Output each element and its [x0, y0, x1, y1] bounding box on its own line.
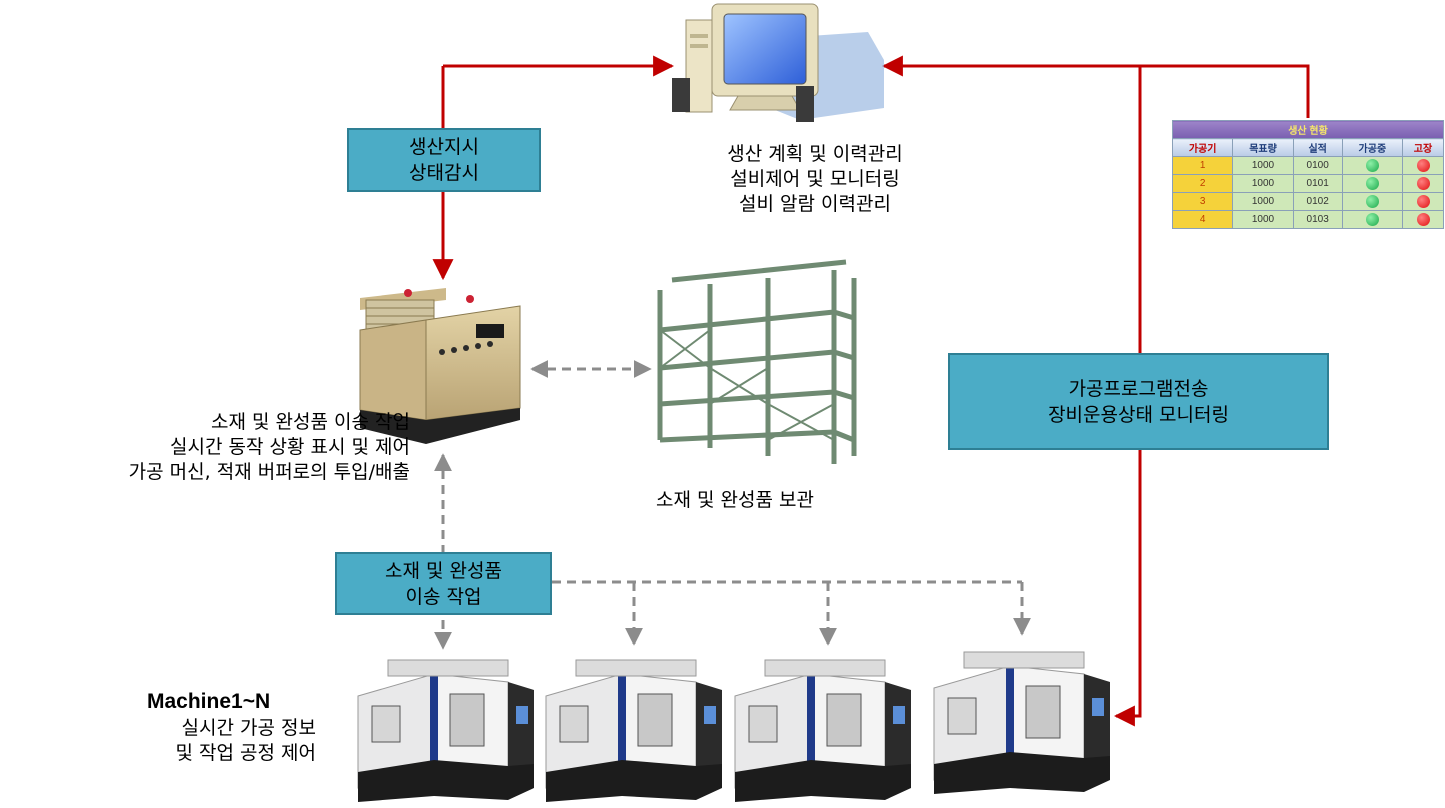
machining-center-icon: [357, 659, 534, 802]
caption-line: 실시간 가공 정보: [181, 717, 316, 739]
caption-line: 가공 머신, 적재 버퍼로의 투입/배출: [128, 461, 410, 483]
program-transfer-box: 가공프로그램전송 장비운용상태 모니터링: [948, 353, 1329, 450]
agv-caption: 소재 및 완성품 이송 작업 실시간 동작 상황 표시 및 제어 가공 머신, …: [30, 410, 410, 485]
agv-vehicle-icon: [359, 288, 521, 444]
actual-value: 0102: [1292, 192, 1343, 211]
machining-center-icon: [545, 659, 722, 802]
header-fault: 고장: [1402, 138, 1444, 157]
status-table-header: 가공기 목표량 실적 가공중 고장: [1171, 138, 1444, 157]
target-value: 1000: [1232, 174, 1294, 193]
table-to-server-arrow: [881, 55, 1310, 118]
machining-centers: [357, 651, 1110, 802]
machine-number: 1: [1171, 156, 1234, 175]
machine-number: 4: [1171, 210, 1234, 229]
target-value: 1000: [1232, 192, 1294, 211]
header-actual: 실적: [1292, 138, 1343, 157]
machine-number: 2: [1171, 174, 1234, 193]
running-lamp-icon: [1365, 195, 1379, 208]
table-row: 1 1000 0100: [1171, 156, 1444, 175]
production-status-table: 생산 현황 가공기 목표량 실적 가공중 고장 1 1000 0100 2 10…: [1171, 120, 1444, 229]
server-caption: 생산 계획 및 이력관리 설비제어 및 모니터링 설비 알람 이력관리: [680, 142, 950, 217]
fault-lamp-icon: [1416, 213, 1430, 226]
table-row: 2 1000 0101: [1171, 174, 1444, 193]
storage-rack-icon: [657, 259, 857, 464]
machines-caption: 실시간 가공 정보 및 작업 공정 제어: [110, 716, 316, 766]
box-line: 장비운용상태 모니터링: [1048, 403, 1229, 426]
rack-caption: 소재 및 완성품 보관: [656, 488, 814, 513]
fault-lamp-icon: [1416, 177, 1430, 190]
box-line: 가공프로그램전송: [1068, 377, 1209, 400]
caption-line: 및 작업 공정 제어: [175, 742, 316, 764]
header-running: 가공중: [1341, 138, 1404, 157]
transfer-lines: [434, 360, 1031, 650]
machining-center-icon: [734, 659, 911, 802]
header-target: 목표량: [1232, 138, 1294, 157]
box-line: 상태감시: [409, 162, 479, 184]
target-value: 1000: [1232, 210, 1294, 229]
production-order-box: 생산지시 상태감시: [347, 128, 541, 192]
box-line: 생산지시: [409, 136, 479, 158]
server-computer-icon: [672, 3, 884, 122]
caption-line: 설비 알람 이력관리: [739, 193, 891, 215]
header-machine: 가공기: [1171, 138, 1234, 157]
table-row: 3 1000 0102: [1171, 192, 1444, 211]
running-lamp-icon: [1365, 177, 1379, 190]
caption-line: 설비제어 및 모니터링: [730, 168, 900, 190]
caption-line: 소재 및 완성품 보관: [656, 489, 814, 511]
box-line: 소재 및 완성품: [385, 559, 502, 582]
machines-title: Machine1~N: [147, 690, 271, 713]
actual-value: 0101: [1292, 174, 1343, 193]
table-row: 4 1000 0103: [1171, 210, 1444, 229]
fault-lamp-icon: [1416, 159, 1430, 172]
fault-lamp-icon: [1416, 195, 1430, 208]
server-to-machines-arrow: [1113, 66, 1142, 727]
caption-line: 실시간 동작 상황 표시 및 제어: [170, 436, 410, 458]
box-line: 이송 작업: [405, 585, 482, 608]
status-table-title: 생산 현황: [1172, 120, 1444, 139]
actual-value: 0100: [1292, 156, 1343, 175]
machine-number: 3: [1171, 192, 1234, 211]
target-value: 1000: [1232, 156, 1294, 175]
caption-line: 소재 및 완성품 이송 작업: [211, 411, 410, 433]
machining-center-icon: [933, 651, 1110, 794]
running-lamp-icon: [1365, 159, 1379, 172]
running-lamp-icon: [1365, 213, 1379, 226]
transfer-work-box: 소재 및 완성품 이송 작업: [335, 552, 552, 615]
caption-line: 생산 계획 및 이력관리: [727, 143, 903, 165]
actual-value: 0103: [1292, 210, 1343, 229]
